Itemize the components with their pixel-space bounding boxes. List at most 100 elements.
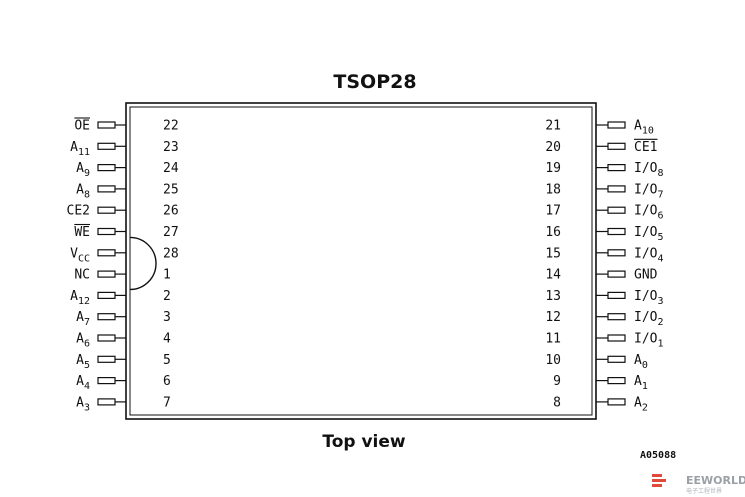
pin-signal-subscript: 7	[657, 189, 663, 200]
left-pin: 4 A6	[76, 332, 171, 350]
pin-lead	[607, 313, 626, 321]
pin-signal-label: A7	[76, 310, 90, 328]
pin-lead	[97, 355, 116, 363]
pin-number: 10	[545, 353, 561, 368]
pin-signal-name: A	[634, 119, 642, 134]
pin-number: 24	[163, 161, 179, 176]
package-outline	[125, 102, 597, 420]
pin-signal-label: WE	[74, 225, 90, 240]
pin-number: 14	[545, 268, 561, 283]
watermark-logo-icon	[652, 474, 666, 487]
pin-signal-subscript: 9	[84, 168, 90, 179]
right-pin: 17 I/O6	[545, 204, 663, 222]
pin-signal-name: I/O	[634, 246, 658, 261]
pin-lead	[607, 377, 626, 385]
pin-lead	[607, 121, 626, 129]
pin-number: 12	[545, 310, 561, 325]
pin-signal-name: I/O	[634, 225, 658, 240]
pin-signal-subscript: 7	[84, 317, 90, 328]
pin-signal-label: GND	[634, 268, 658, 283]
pin-signal-subscript: 2	[642, 402, 648, 413]
pin-lead	[97, 142, 116, 150]
right-pin: 13 I/O3	[545, 289, 663, 307]
pin-number: 16	[545, 225, 561, 240]
pin-number: 7	[163, 395, 171, 410]
left-pin: 7A3	[76, 395, 171, 413]
pin-number: 4	[163, 332, 171, 347]
pin-lead	[607, 142, 626, 150]
pin-lead	[607, 249, 626, 257]
pin-signal-subscript: 1	[642, 381, 648, 392]
left-pin: 5A5	[76, 353, 171, 371]
pin-lead	[97, 249, 116, 257]
pin-signal-subscript: 2	[657, 317, 663, 328]
pin-signal-label: I/O7	[634, 182, 664, 200]
pin-lead	[607, 227, 626, 236]
pin-signal-name: A	[70, 289, 78, 304]
pin-signal-label: A1	[634, 374, 648, 392]
left-pin: 24 A9	[76, 161, 179, 179]
pin-number: 26	[163, 204, 179, 219]
pin-lead	[607, 185, 626, 193]
pin-number: 23	[163, 140, 179, 155]
pin-number: 27	[163, 225, 179, 240]
pin-signal-name: CE2	[67, 204, 90, 219]
pin-signal-subscript: 11	[78, 147, 90, 158]
pin-number: 2	[163, 289, 171, 304]
pin-signal-name: A	[634, 395, 642, 410]
pin-signal-label: VCC	[70, 246, 90, 264]
pin-signal-name: A	[76, 161, 84, 176]
pin-signal-name: I/O	[634, 204, 658, 219]
pin-lead	[97, 377, 116, 385]
package-inner-border	[129, 106, 593, 416]
pin-signal-subscript: 12	[78, 296, 90, 307]
pin-lead	[607, 291, 626, 299]
pin-number: 15	[545, 246, 561, 261]
pin-signal-label: I/O3	[634, 289, 664, 307]
pin-signal-name: A	[76, 353, 84, 368]
pin-signal-label: I/O6	[634, 204, 664, 222]
pin-number: 5	[163, 353, 171, 368]
pin-signal-name: A	[76, 332, 84, 347]
pin-number: 17	[545, 204, 561, 219]
pin-signal-subscript: 4	[657, 253, 663, 264]
diagram-title: TSOP28	[333, 71, 416, 93]
pin-number: 28	[163, 246, 179, 261]
pin-signal-label: NC	[74, 268, 90, 283]
left-pin: 6A4	[76, 374, 171, 392]
left-pin: 2 A12	[70, 289, 171, 307]
pin-signal-subscript: 6	[84, 339, 90, 350]
pin-lead	[607, 334, 626, 342]
pin-lead	[97, 334, 116, 342]
pin-signal-name: I/O	[634, 332, 658, 347]
right-pin: 15 I/O4	[545, 246, 663, 264]
pin-signal-subscript: 5	[84, 360, 90, 371]
pin-signal-label: I/O8	[634, 161, 664, 179]
pin-signal-label: A4	[76, 374, 90, 392]
pin-signal-label: A6	[76, 332, 90, 350]
pin-number: 25	[163, 182, 179, 197]
pin-lead	[607, 355, 626, 363]
pin-signal-label: CE1	[634, 140, 657, 155]
pin-lead	[97, 185, 116, 193]
left-pin: 27 WE	[74, 223, 179, 240]
pin-lead	[97, 291, 116, 299]
pin-lead	[97, 164, 116, 172]
pin-signal-subscript: 3	[84, 402, 90, 413]
pin-number: 18	[545, 182, 561, 197]
pin-number: 13	[545, 289, 561, 304]
pin-number: 22	[163, 119, 179, 134]
pin-number: 21	[545, 119, 561, 134]
pin-lead	[97, 313, 116, 321]
